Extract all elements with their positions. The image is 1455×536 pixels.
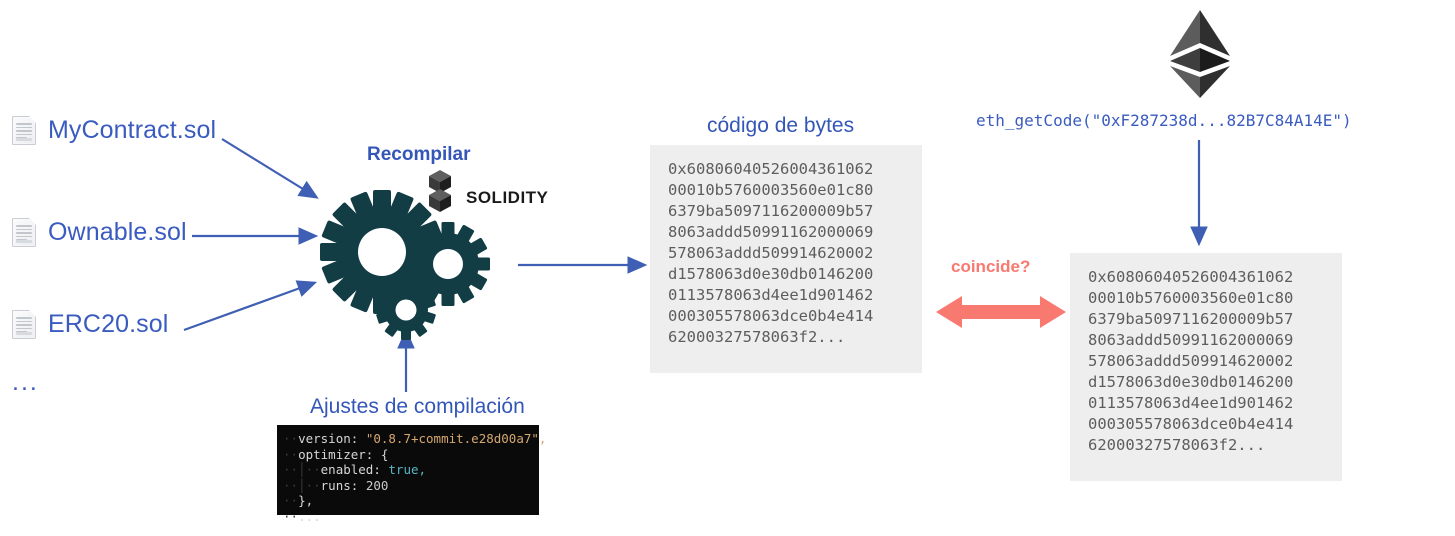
arrow-file3-to-compiler [183, 280, 318, 332]
bytecode-box-onchain: 0x60806040526004361062 00010b5760003560e… [1070, 253, 1342, 481]
arrow-file1-to-compiler [221, 138, 319, 199]
document-icon [12, 116, 36, 145]
bytecode-title: código de bytes [707, 114, 855, 137]
code-line: ··│··enabled: true, [283, 462, 427, 477]
comparison-label: coincide? [951, 257, 1031, 276]
document-icon [12, 218, 36, 247]
settings-title: Ajustes de compilación [310, 395, 525, 418]
source-file-label: Ownable.sol [48, 218, 187, 246]
solidity-logo-icon [429, 170, 451, 212]
double-arrow-icon [936, 296, 1066, 328]
code-line: ··optimizer: { [283, 446, 389, 462]
bytecode-text-compiled: 0x60806040526004361062 00010b5760003560e… [668, 160, 874, 346]
rpc-call-text: eth_getCode("0xF287238d...82B7C84A14E") [976, 111, 1352, 130]
source-file-item[interactable]: ERC20.sol [12, 310, 168, 339]
ethereum-logo-icon [1170, 10, 1230, 98]
source-file-label: MyContract.sol [48, 116, 217, 144]
more-files-ellipsis: ... [12, 368, 39, 396]
compile-settings-code: ··version: "0.8.7+commit.e28d00a7",··opt… [277, 425, 547, 524]
source-file-label: ERC20.sol [48, 310, 169, 338]
source-file-item[interactable]: Ownable.sol [12, 218, 187, 247]
solidity-logo-label: SOLIDITY [466, 188, 549, 207]
code-line: ··}, [283, 493, 314, 508]
code-line: ··│··runs: 200 [283, 477, 389, 493]
bytecode-box-compiled: 0x60806040526004361062 00010b5760003560e… [650, 145, 922, 373]
code-line: ··version: "0.8.7+commit.e28d00a7", [283, 431, 547, 446]
code-line: ··... [283, 508, 321, 524]
source-file-item[interactable]: MyContract.sol [12, 116, 216, 145]
bytecode-text-onchain: 0x60806040526004361062 00010b5760003560e… [1088, 268, 1294, 454]
compiler-title: Recompilar [367, 144, 471, 165]
document-icon [12, 310, 36, 339]
gears-icon [320, 190, 490, 340]
